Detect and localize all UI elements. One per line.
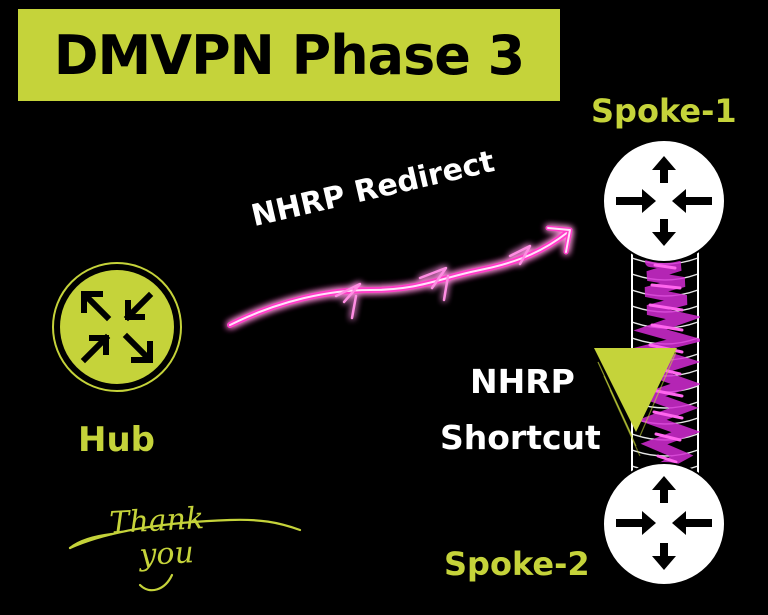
page-title: DMVPN Phase 3 — [53, 23, 526, 87]
shortcut-label-line1: NHRP — [470, 362, 575, 401]
spoke1-router-icon — [602, 139, 726, 263]
thank-you-signature — [68, 518, 302, 592]
title-banner: DMVPN Phase 3 — [18, 9, 560, 101]
spoke1-label: Spoke-1 — [591, 92, 737, 130]
nhrp-redirect-arrow — [227, 225, 573, 328]
shortcut-label-line2: Shortcut — [440, 418, 601, 457]
signature-line2: you — [137, 535, 195, 573]
spoke2-router-icon — [602, 462, 726, 586]
hub-label: Hub — [78, 420, 155, 460]
signature-line1: Thank — [109, 501, 205, 541]
hub-router-icon — [52, 262, 182, 392]
spoke2-label: Spoke-2 — [444, 545, 590, 583]
shortcut-triangle-icon — [594, 348, 677, 457]
